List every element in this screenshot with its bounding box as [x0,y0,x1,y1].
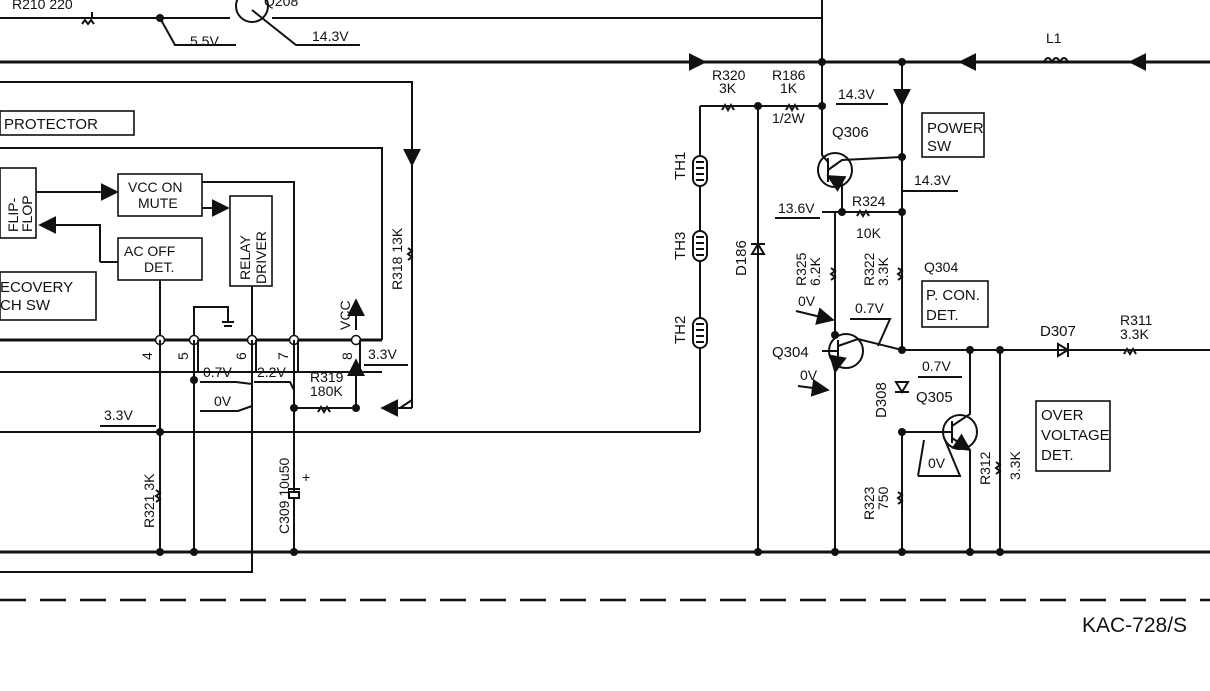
r322-value: 3.3K [875,257,891,286]
voltage-0-7-q304: 0.7V [855,300,884,316]
pcon-line2: DET. [926,307,959,324]
th1-label: TH1 [672,152,689,180]
r312-name: R312 [977,451,993,485]
over-line1: OVER [1041,407,1084,424]
q306-label: Q306 [832,124,869,141]
voltage-5-5: 5.5V [190,33,219,49]
r325-name: R325 [793,252,809,286]
r324-name: R324 [852,193,886,209]
voltage-0-pin5: 0V [214,393,232,409]
recovery-line2: CH SW [0,297,51,314]
relay-line1: RELAY [237,234,253,280]
voltage-14-3-a: 14.3V [312,28,349,44]
th3-thermistor [692,230,708,262]
pin-4: 4 [139,352,155,360]
c309-plus: + [302,469,310,485]
voltage-14-3-b: 14.3V [838,86,875,102]
r322-name: R322 [861,252,877,286]
d308-label: D308 [873,382,890,418]
r320-value: 3K [719,80,737,96]
voltage-13-6: 13.6V [778,200,815,216]
q208-label: Q208 [264,0,298,9]
r319-name: R319 [310,369,344,385]
th2-label: TH2 [672,316,689,344]
q306-transistor [817,150,903,197]
vcc-label: VCC [337,300,353,330]
pin-7: 7 [275,352,291,360]
vcc-on-line1: VCC ON [128,179,182,195]
th2-thermistor [692,317,708,349]
acoff-line2: DET. [144,259,174,275]
l1-label: L1 [1046,30,1062,46]
r210-label: R210 220 [12,0,73,12]
r312-value: 3.3K [1007,451,1023,480]
r323-value: 750 [875,486,891,510]
r321-label: R321 3K [141,473,157,528]
voltage-0-7-pin6: 0.7V [203,364,232,380]
th3-label: TH3 [672,232,689,260]
over-line3: DET. [1041,447,1074,464]
voltage-0-q305: 0V [928,455,946,471]
q304-top-label: Q304 [924,259,958,275]
model-number: KAC-728/S [1082,614,1187,637]
c309-label: C309 10u50 [276,457,292,534]
voltage-3-3-pin8: 3.3V [368,346,397,362]
over-line2: VOLTAGE [1041,427,1110,444]
r318-label: R318 13K [389,227,405,290]
pin-8: 8 [339,352,355,360]
power-sw-line2: SW [927,138,952,155]
acoff-line1: AC OFF [124,243,175,259]
d307-diode [1057,342,1070,358]
voltage-0-q304-base: 0V [798,293,816,309]
c309-capacitor [288,488,300,499]
q304-transistor [822,333,903,374]
recovery-line1: ECOVERY [0,279,73,296]
vcc-on-line2: MUTE [138,195,178,211]
r311-value: 3.3K [1120,326,1149,342]
r324-value: 10K [856,225,882,241]
r319-value: 180K [310,383,343,399]
r186-name: R186 [772,67,806,83]
q208-transistor [235,0,269,23]
r320-name: R320 [712,67,746,83]
l1-inductor [1043,57,1069,65]
protector-title: PROTECTOR [4,116,98,133]
voltage-0-q304: 0V [800,367,818,383]
pin-6: 6 [233,352,249,360]
voltage-14-3-c: 14.3V [914,172,951,188]
pin-5: 5 [175,352,191,360]
flipflop-line1: FLIP- [5,197,21,232]
voltage-2-2-pin7: 2.2V [257,364,286,380]
r323-name: R323 [861,486,877,520]
q305-transistor [902,350,978,451]
relay-line2: DRIVER [253,231,269,284]
d186-label: D186 [733,240,750,276]
d307-label: D307 [1040,323,1076,340]
top-circuit [0,0,1210,106]
voltage-3-3-r321: 3.3V [104,407,133,423]
flipflop-line2: FLOP [19,195,35,232]
th1-thermistor [692,155,708,187]
q304-label: Q304 [772,344,809,361]
d308-diode [894,381,910,394]
voltage-0-7-q305: 0.7V [922,358,951,374]
q305-label: Q305 [916,389,953,406]
pcon-line1: P. CON. [926,287,980,304]
power-sw-line1: POWER [927,120,984,137]
r186-value: 1K [780,80,798,96]
r325-value: 6.2K [807,257,823,286]
d186-diode [750,242,766,255]
r186-power: 1/2W [772,110,805,126]
r311-name: R311 [1120,312,1153,328]
